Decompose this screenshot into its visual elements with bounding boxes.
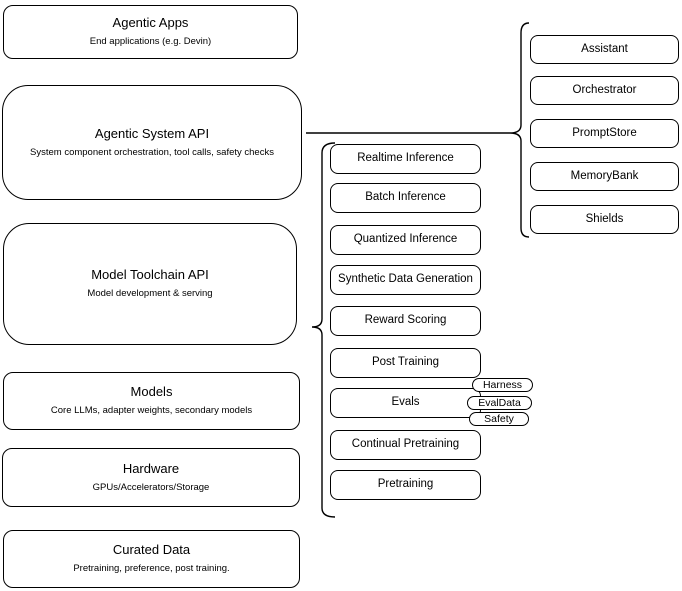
node-assistant: Assistant	[530, 35, 679, 64]
node-title: Curated Data	[112, 542, 191, 558]
node-batch-inference: Batch Inference	[330, 183, 481, 213]
node-synthetic-data-generation: Synthetic Data Generation	[330, 265, 481, 295]
node-reward-scoring: Reward Scoring	[330, 306, 481, 336]
node-pretraining: Pretraining	[330, 470, 481, 500]
brace-agentic-system	[509, 22, 530, 238]
node-subtitle: GPUs/Accelerators/Storage	[92, 481, 210, 493]
node-subtitle: Pretraining, preference, post training.	[73, 563, 230, 575]
node-title: Models	[130, 384, 173, 400]
node-title: Agentic Apps	[112, 15, 189, 31]
node-subtitle: Core LLMs, adapter weights, secondary mo…	[50, 405, 253, 417]
node-title: Model Toolchain API	[91, 267, 209, 283]
node-models: Models Core LLMs, adapter weights, secon…	[3, 372, 300, 430]
node-title: Agentic System API	[94, 125, 210, 141]
tag-harness: Harness	[472, 378, 533, 392]
node-promptstore: PromptStore	[530, 119, 679, 148]
node-hardware: Hardware GPUs/Accelerators/Storage	[2, 448, 300, 507]
node-agentic-system-api: Agentic System API System component orch…	[2, 85, 302, 200]
brace-model-toolchain	[311, 142, 336, 518]
node-agentic-apps: Agentic Apps End applications (e.g. Devi…	[3, 5, 298, 59]
node-title: Hardware	[122, 460, 180, 476]
node-orchestrator: Orchestrator	[530, 76, 679, 105]
node-shields: Shields	[530, 205, 679, 234]
node-memorybank: MemoryBank	[530, 162, 679, 191]
node-subtitle: Model development & serving	[87, 288, 213, 300]
node-curated-data: Curated Data Pretraining, preference, po…	[3, 530, 300, 588]
node-quantized-inference: Quantized Inference	[330, 225, 481, 255]
node-continual-pretraining: Continual Pretraining	[330, 430, 481, 460]
node-subtitle: End applications (e.g. Devin)	[89, 36, 212, 48]
node-subtitle: System component orchestration, tool cal…	[30, 146, 274, 158]
node-evals: Evals	[330, 388, 481, 418]
tag-safety: Safety	[469, 412, 529, 426]
tag-evaldata: EvalData	[467, 396, 532, 410]
node-realtime-inference: Realtime Inference	[330, 144, 481, 174]
node-post-training: Post Training	[330, 348, 481, 378]
node-model-toolchain-api: Model Toolchain API Model development & …	[3, 223, 297, 345]
